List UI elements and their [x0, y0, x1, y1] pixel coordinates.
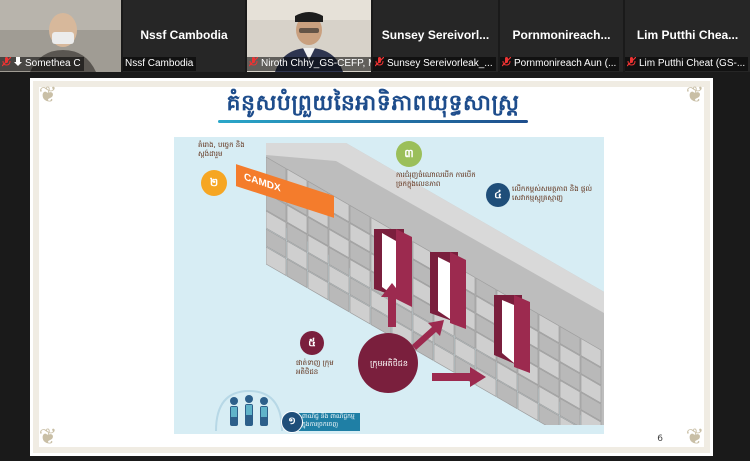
brick — [307, 252, 329, 283]
mic-muted-icon — [501, 57, 512, 67]
participant-tile-somethea[interactable]: Somethea C — [0, 0, 121, 72]
shared-screen-slide: ❦ ❦ ❦ ❦ គំនូសបំព្រួយនៃអាទិភាពយុទ្ធសាស្ត្… — [30, 78, 713, 456]
people-group-icon — [215, 389, 283, 431]
brick — [286, 258, 308, 289]
brick — [517, 373, 539, 404]
brick — [538, 385, 560, 416]
participant-name-label: Niroth Chhy_GS-CEFP, M... — [247, 57, 371, 71]
brick — [266, 246, 287, 277]
slide-page-number: 6 — [657, 434, 663, 444]
corner-ornament-icon: ❦ — [685, 425, 705, 450]
participant-tile-nssf[interactable]: Nssf Cambodia Nssf Cambodia — [123, 0, 245, 72]
brick — [538, 349, 560, 380]
participant-tile-sunsey[interactable]: Sunsey Sereivorl... Sunsey Sereivorleak_… — [373, 0, 498, 72]
brick — [559, 379, 581, 410]
brick — [433, 343, 455, 373]
item1-text: ពាណិជ្ជ និង ពាណិជ្ជកម្មក្នុងការច្រកចេញ — [302, 413, 355, 428]
slide-title-block: គំនូសបំព្រួយនៃអាទិភាពយុទ្ធសាស្ត្រ — [218, 89, 528, 123]
corner-ornament-icon: ❦ — [38, 425, 58, 450]
mic-muted-icon — [626, 57, 637, 67]
open-doors — [358, 229, 530, 393]
brick — [538, 367, 560, 398]
title-underline — [218, 120, 528, 123]
center-client-label: ក្រុមអតិថិជន — [370, 359, 408, 368]
brick — [538, 403, 560, 425]
participant-name-label: Somethea C — [0, 57, 84, 71]
brick — [559, 343, 581, 374]
brick — [349, 222, 371, 253]
participant-name-label: Pornmonireach Aun (... — [500, 57, 620, 71]
item5-text: ផាត់ទាញ ក្រុមអតិថិជន — [296, 359, 334, 376]
participant-name-label: Sunsey Sereivorleak_... — [373, 57, 496, 71]
brick — [496, 379, 518, 410]
item4-text: លើកកម្ពស់សមត្ថភាព និង ផ្តល់សេវាកម្មស្មុគ… — [512, 185, 592, 202]
brick — [580, 391, 602, 422]
brick — [559, 397, 581, 425]
brick — [328, 264, 350, 295]
mic-muted-icon — [374, 57, 385, 67]
participant-display-name: Pornmonireach... — [512, 28, 611, 42]
brick — [517, 391, 539, 422]
brick — [475, 349, 497, 380]
brick — [454, 337, 476, 368]
brick — [559, 361, 581, 392]
item2-text: គំរោង, បច្ចេក និង ស្តង់ដារួម — [198, 141, 245, 158]
brick — [349, 294, 371, 325]
brick — [266, 228, 287, 259]
brick — [286, 240, 308, 271]
participant-name-label: Nssf Cambodia — [123, 57, 197, 71]
brick — [266, 192, 287, 223]
brick — [286, 204, 308, 235]
brick — [580, 337, 602, 368]
brick — [475, 331, 497, 362]
slide-border — [33, 81, 710, 453]
item3-text: ការជំរុញចំណោលបើក ការបើកច្រកក្នុងលេខភាព — [396, 171, 476, 188]
brick — [349, 276, 371, 307]
brick — [328, 228, 350, 259]
brick — [559, 325, 581, 356]
participant-display-name: Sunsey Sereivorl... — [381, 28, 490, 42]
brick — [580, 355, 602, 386]
brick — [580, 373, 602, 404]
mic-muted-icon — [1, 57, 12, 67]
participant-tile-pornmonireach[interactable]: Pornmonireach... Pornmonireach Aun (... — [500, 0, 623, 72]
brick — [349, 204, 371, 235]
participant-display-name: Nssf Cambodia — [140, 28, 228, 42]
participant-tile-lim-putthi[interactable]: Lim Putthi Chea... Lim Putthi Cheat (GS-… — [625, 0, 750, 72]
item1-badge: ១ — [281, 411, 303, 433]
brick — [307, 216, 329, 247]
slide-title: គំនូសបំព្រួយនៃអាទិភាពយុទ្ធសាស្ត្រ — [226, 91, 520, 116]
pin-icon[interactable] — [14, 57, 22, 67]
mic-muted-icon — [248, 57, 259, 67]
brick — [307, 270, 329, 301]
brick — [496, 361, 518, 392]
brick — [454, 319, 476, 350]
brick — [349, 240, 371, 271]
brick — [538, 313, 560, 344]
corner-ornament-icon: ❦ — [685, 83, 705, 108]
corner-ornament-icon: ❦ — [38, 83, 58, 108]
strategy-diagram: CAMDX គំរោង, បច្ចេក និង ស្តង់ដារួម ២ ៣ ក… — [174, 137, 604, 434]
brick — [559, 415, 576, 425]
brick — [349, 258, 371, 289]
item4-badge: ៤ — [486, 183, 510, 207]
brick — [328, 210, 350, 241]
item3-badge: ៣ — [396, 141, 422, 167]
item2-badge: ២ — [201, 170, 227, 196]
brick — [266, 210, 287, 241]
item5-badge: ៥ — [300, 331, 324, 355]
participant-display-name: Lim Putthi Chea... — [636, 28, 739, 42]
brick — [328, 282, 350, 313]
brick — [307, 234, 329, 265]
brick — [580, 409, 602, 425]
brick — [328, 246, 350, 277]
participant-tile-niroth[interactable]: Niroth Chhy_GS-CEFP, M... — [247, 0, 371, 72]
brick — [286, 222, 308, 253]
brick — [538, 331, 560, 362]
participant-name-label: Lim Putthi Cheat (GS-... — [625, 57, 749, 71]
item1-box — [286, 413, 360, 431]
